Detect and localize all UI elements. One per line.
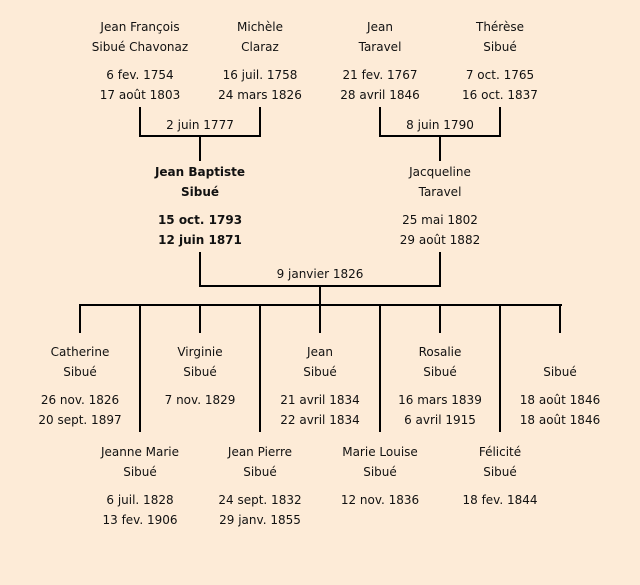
person-jean-baptiste: Jean Baptiste Sibué 15 oct. 1793 12 juin… <box>125 162 275 250</box>
person-name: Jean <box>367 20 393 34</box>
person-name: Sibué <box>483 40 517 54</box>
person-name: Catherine <box>50 345 110 359</box>
person-name: Jeanne Marie <box>100 445 180 459</box>
birth-date: 26 nov. 1826 <box>40 393 120 407</box>
connector-line <box>199 252 201 286</box>
person-felicite: Félicité Sibué 18 fev. 1844 <box>425 442 575 510</box>
person-jean-pierre: Jean Pierre Sibué 24 sept. 1832 29 janv.… <box>185 442 335 530</box>
connector-line <box>199 304 201 333</box>
person-sibue-1846: Sibué 18 août 1846 18 août 1846 <box>485 342 635 430</box>
person-name: Jean <box>307 345 333 359</box>
birth-date: 21 fev. 1767 <box>342 68 418 82</box>
person-name: Sibué <box>63 365 97 379</box>
death-date: 22 avril 1834 <box>280 413 360 427</box>
birth-date: 7 nov. 1829 <box>164 393 236 407</box>
connector-line <box>319 285 321 306</box>
death-date: 28 avril 1846 <box>340 88 420 102</box>
marriage-date: 2 juin 1777 <box>166 118 234 132</box>
connector-line <box>439 304 441 333</box>
person-name: Félicité <box>478 445 522 459</box>
person-name: Sibué <box>363 465 397 479</box>
person-name: Sibué <box>183 365 217 379</box>
person-virginie: Virginie Sibué 7 nov. 1829 <box>125 342 275 410</box>
person-name: Michèle <box>237 20 283 34</box>
person-name: Sibué <box>483 465 517 479</box>
person-catherine: Catherine Sibué 26 nov. 1826 20 sept. 18… <box>5 342 155 430</box>
birth-date: 6 fev. 1754 <box>106 68 174 82</box>
person-name: Jacqueline <box>409 165 471 179</box>
connector-line <box>319 304 321 333</box>
person-name: Sibué <box>243 465 277 479</box>
connector-line <box>499 107 501 137</box>
death-date: 17 août 1803 <box>99 88 181 102</box>
death-date: 12 juin 1871 <box>158 233 242 247</box>
connector-line <box>259 304 261 432</box>
death-date: 20 sept. 1897 <box>38 413 122 427</box>
connector-line <box>139 107 141 137</box>
person-rosalie: Rosalie Sibué 16 mars 1839 6 avril 1915 <box>365 342 515 430</box>
death-date: 13 fev. 1906 <box>102 513 178 527</box>
person-jeanne-marie: Jeanne Marie Sibué 6 juil. 1828 13 fev. … <box>65 442 215 530</box>
person-marie-louise: Marie Louise Sibué 12 nov. 1836 <box>305 442 455 510</box>
person-jacqueline: Jacqueline Taravel 25 mai 1802 29 août 1… <box>365 162 515 250</box>
person-name: Rosalie <box>418 345 462 359</box>
person-jean: Jean Sibué 21 avril 1834 22 avril 1834 <box>245 342 395 430</box>
birth-date: 7 oct. 1765 <box>465 68 535 82</box>
birth-date: 24 sept. 1832 <box>218 493 302 507</box>
connector-line <box>439 135 441 161</box>
person-name: Sibué <box>303 365 337 379</box>
death-date: 6 avril 1915 <box>404 413 476 427</box>
person-therese: Thérèse Sibué 7 oct. 1765 16 oct. 1837 <box>425 17 575 105</box>
connector-line <box>199 135 201 161</box>
death-date: 29 août 1882 <box>399 233 481 247</box>
birth-date: 16 mars 1839 <box>398 393 482 407</box>
marriage-date: 9 janvier 1826 <box>276 267 364 281</box>
person-jean-francois: Jean François Sibué Chavonaz 6 fev. 1754… <box>65 17 215 105</box>
person-name: Jean Pierre <box>227 445 293 459</box>
birth-date: 15 oct. 1793 <box>157 213 243 227</box>
connector-line <box>379 304 381 432</box>
birth-date: 25 mai 1802 <box>402 213 478 227</box>
birth-date: 16 juil. 1758 <box>222 68 298 82</box>
death-date: 24 mars 1826 <box>218 88 302 102</box>
person-name: Thérèse <box>475 20 524 34</box>
death-date: 29 janv. 1855 <box>219 513 301 527</box>
person-michele: Michèle Claraz 16 juil. 1758 24 mars 182… <box>185 17 335 105</box>
person-name: Taravel <box>358 40 402 54</box>
birth-date: 12 nov. 1836 <box>340 493 420 507</box>
person-name <box>485 342 635 362</box>
birth-date: 21 avril 1834 <box>280 393 360 407</box>
person-name: Marie Louise <box>342 445 418 459</box>
marriage-date: 8 juin 1790 <box>406 118 474 132</box>
person-name: Jean Baptiste <box>154 165 246 179</box>
birth-date: 6 juil. 1828 <box>106 493 174 507</box>
person-jean-taravel: Jean Taravel 21 fev. 1767 28 avril 1846 <box>305 17 455 105</box>
person-name: Sibué <box>123 465 157 479</box>
person-name: Virginie <box>177 345 223 359</box>
connector-line <box>559 304 561 333</box>
connector-line <box>259 107 261 137</box>
connector-line <box>439 252 441 286</box>
person-name: Claraz <box>241 40 279 54</box>
birth-date: 18 fev. 1844 <box>462 493 538 507</box>
death-date: 16 oct. 1837 <box>462 88 538 102</box>
person-name: Sibué Chavonaz <box>91 40 189 54</box>
person-name: Sibué <box>543 365 577 379</box>
connector-line <box>139 304 141 432</box>
connector-line <box>79 304 81 333</box>
connector-line <box>379 107 381 137</box>
person-name: Taravel <box>418 185 462 199</box>
person-name: Sibué <box>180 185 220 199</box>
death-date: 18 août 1846 <box>519 413 601 427</box>
connector-line <box>499 304 501 432</box>
birth-date: 18 août 1846 <box>519 393 601 407</box>
person-name: Jean François <box>100 20 180 34</box>
person-name: Sibué <box>423 365 457 379</box>
